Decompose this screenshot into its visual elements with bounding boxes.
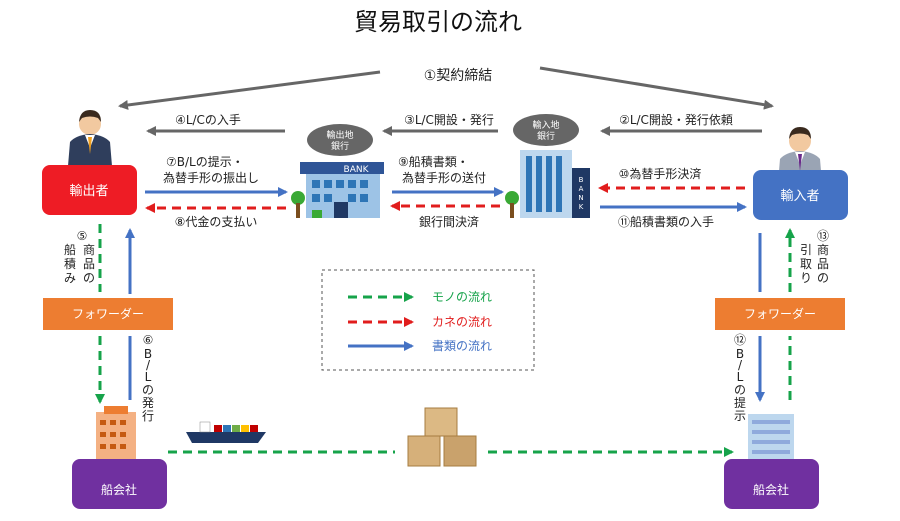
step-5-label-0: ⑤ [77, 229, 88, 243]
step-13-label-3: の [817, 271, 829, 285]
svg-text:銀行: 銀行 [537, 130, 555, 142]
diagram-title: 貿易取引の流れ [354, 8, 522, 36]
shipping-right-box [724, 459, 819, 509]
step-12-label-6: 示 [734, 409, 746, 423]
step-6-label-5: 発 [142, 396, 154, 410]
step-13-label-6: り [800, 271, 812, 285]
step-12-label-2: / [738, 358, 743, 372]
contract-arrow-right [539, 66, 774, 110]
step-12-label-0: ⑫ [734, 333, 746, 347]
step-5-label-4: 船 [64, 243, 76, 257]
step-5-label-2: 品 [83, 257, 95, 271]
legend-goods-label: モノの流れ [432, 290, 492, 304]
svg-text:A: A [579, 185, 584, 193]
step-13-label-4: 引 [800, 243, 812, 257]
step-11-label: ⑪船積書類の入手 [618, 214, 714, 229]
cardboard-boxes-icon [407, 407, 477, 467]
svg-text:BANK: BANK [344, 165, 370, 175]
step-12-label-1: B [736, 347, 744, 361]
step-5-label-6: み [64, 271, 76, 285]
step-13-label-0: ⑬ [817, 229, 829, 243]
step-5-label-1: 商 [83, 242, 95, 257]
step-6-label-6: 行 [142, 409, 154, 423]
step-6-label-2: / [146, 358, 151, 372]
step-13-label-1: 商 [817, 242, 829, 257]
step-3-label: ③L/C開設・発行 [404, 112, 494, 127]
step-6-label-3: L [145, 370, 152, 384]
step-8-label: ⑧代金の支払い [175, 214, 258, 229]
importer-box [753, 170, 848, 220]
businessman-icon [68, 110, 112, 166]
forwarder-right-box [715, 298, 845, 330]
shipping-left-box [72, 459, 167, 509]
importer-label: 輸入者 [780, 189, 819, 204]
step-7-label-line1: ⑦B/Lの提示・ [166, 154, 244, 169]
bank-building-icon: 輸出地 銀行 BANK [291, 124, 384, 218]
step-7-label-line2: 為替手形の振出し [163, 171, 259, 185]
exporter-box [42, 165, 137, 215]
container-ship-icon [186, 421, 266, 443]
legend-box [321, 269, 535, 371]
step-12-label-4: の [734, 383, 746, 397]
step-12-label-3: L [737, 370, 744, 384]
step-2-label: ②L/C開設・発行依頼 [619, 112, 733, 127]
svg-text:輸出地: 輸出地 [326, 129, 353, 141]
forwarder-right-label: フォワーダー [744, 306, 816, 321]
shipping-left-label: 船会社 [101, 482, 137, 497]
bank-building-icon: 輸入地 銀行 B A N K [505, 114, 590, 218]
step-5-label-3: の [83, 271, 95, 285]
shipping-right-label: 船会社 [753, 482, 789, 497]
step-6-label-0: ⑥ [143, 333, 154, 347]
step-6-label-4: の [142, 383, 154, 397]
legend-documents-label: 書類の流れ [432, 339, 492, 353]
step-13-label-5: 取 [800, 257, 812, 271]
interbank-label: 銀行間決済 [419, 214, 479, 229]
svg-text:N: N [578, 194, 583, 202]
legend-money-label: カネの流れ [432, 315, 492, 329]
svg-text:K: K [579, 203, 584, 211]
svg-text:輸入地: 輸入地 [532, 119, 559, 131]
svg-text:銀行: 銀行 [331, 140, 349, 152]
contract-arrow-left [118, 70, 381, 110]
step-12-label-5: 提 [734, 395, 746, 410]
step-1-label: ①契約締結 [424, 67, 493, 84]
step-10-label: ⑩為替手形決済 [619, 166, 702, 181]
step-13-label-2: 品 [817, 257, 829, 271]
step-9-label-line1: ⑨船積書類・ [398, 154, 469, 169]
step-9-label-line2: 為替手形の送付 [402, 170, 486, 185]
exporter-label: 輸出者 [69, 184, 108, 199]
svg-text:B: B [579, 176, 584, 184]
forwarder-left-label: フォワーダー [72, 306, 144, 321]
forwarder-left-box [43, 298, 173, 330]
step-5-label-5: 積 [64, 256, 76, 271]
step-4-label: ④L/Cの入手 [175, 113, 241, 127]
step-6-label-1: B [144, 347, 152, 361]
